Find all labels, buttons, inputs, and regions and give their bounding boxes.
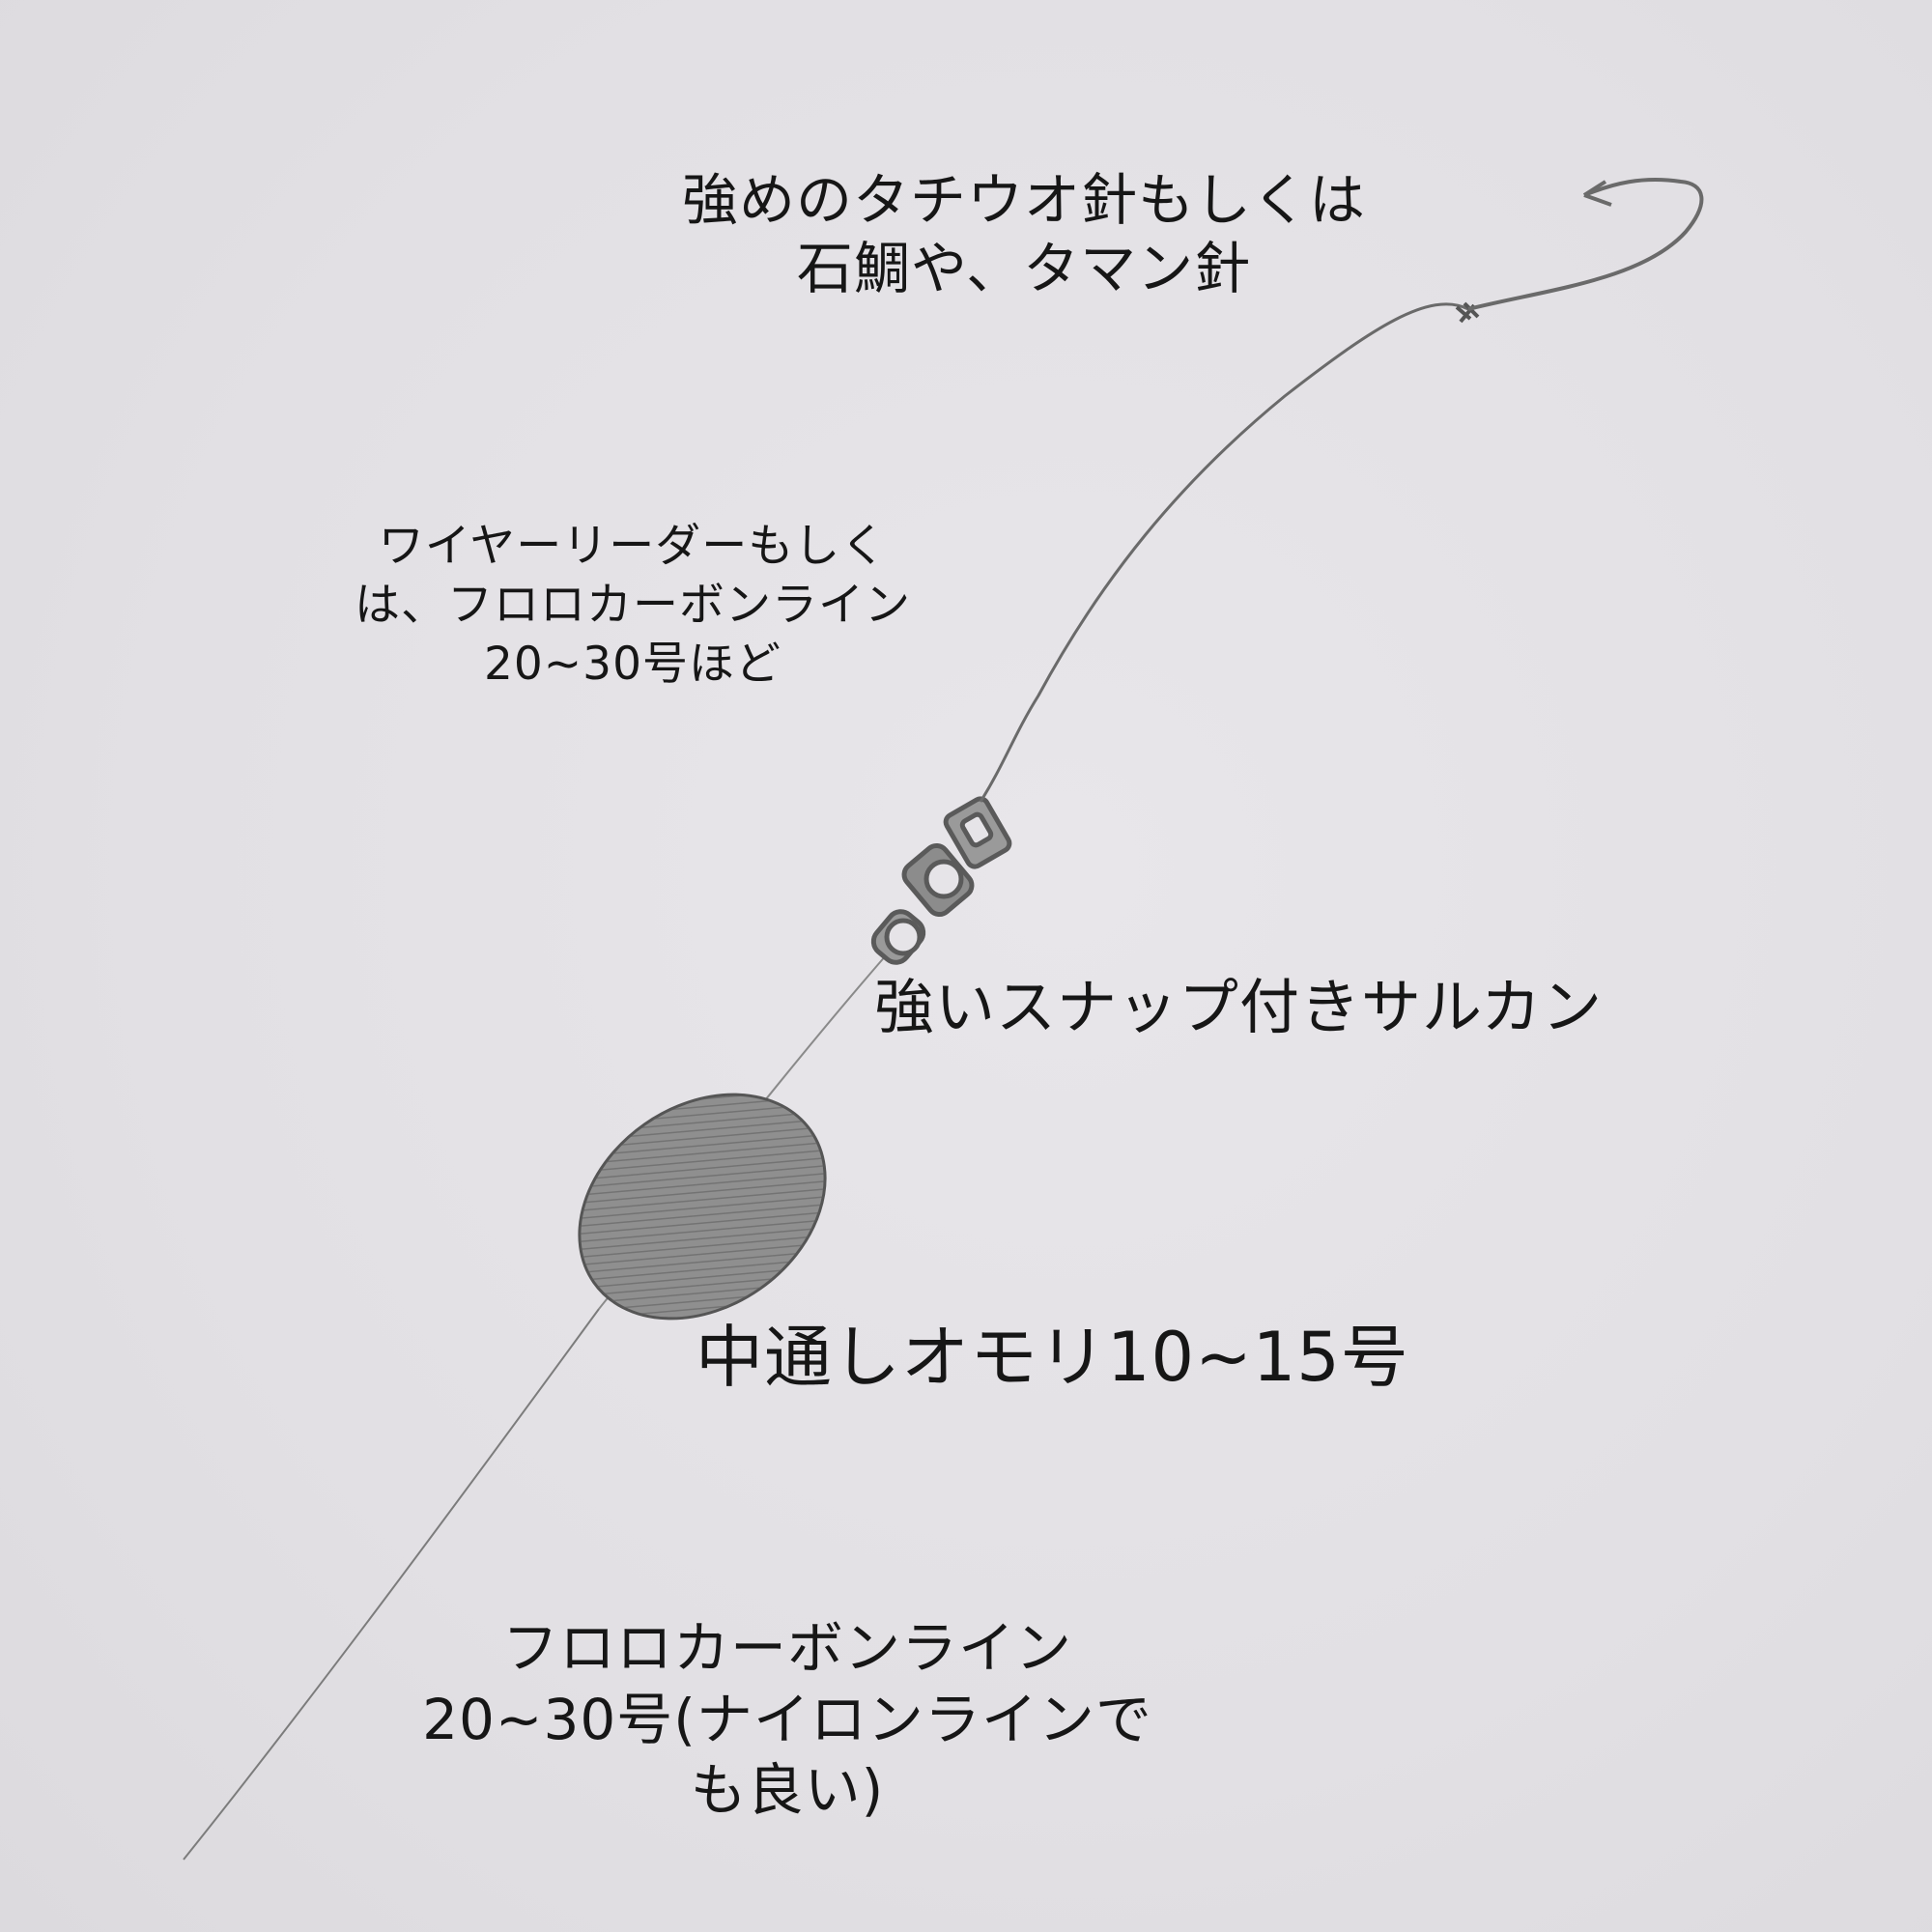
sinker-label-line-1: 中通しオモリ10~15号	[696, 1318, 1409, 1397]
main-line-label: フロロカーボンライン 20~30号(ナイロンラインで も良い)	[280, 1613, 1294, 1827]
leader-label-line-1: ワイヤーリーダーもしく	[378, 520, 888, 573]
swivel-label-line-1: 強いスナップ付きサルカン	[874, 972, 1604, 1042]
leader-line	[979, 302, 1469, 803]
swivel-label: 強いスナップ付きサルカン	[874, 971, 1898, 1044]
hook-barb	[1582, 180, 1612, 207]
main-line-label-line-3: も良い)	[690, 1757, 885, 1824]
leader-label: ワイヤーリーダーもしく は、フロロカーボンライン 20~30号ほど	[222, 517, 1043, 694]
leader-label-line-2: は、フロロカーボンライン	[355, 579, 911, 633]
sinker-shading	[579, 1094, 826, 1319]
sinker-label: 中通しオモリ10~15号	[696, 1317, 1613, 1399]
snap-swivel	[870, 796, 1012, 965]
hook-label-line-2: 石鯛や、タマン針	[796, 235, 1252, 301]
hook	[1467, 178, 1704, 311]
hook-label: 強めのタチウオ針もしくは 石鯛や、タマン針	[541, 166, 1507, 303]
leader-label-line-3: 20~30号ほど	[484, 638, 781, 692]
hook-label-line-1: 強めのタチウオ針もしくは	[681, 167, 1366, 233]
main-line-label-line-2: 20~30号(ナイロンラインで	[422, 1686, 1152, 1752]
main-line-label-line-1: フロロカーボンライン	[501, 1615, 1072, 1681]
main-line	[183, 1308, 600, 1861]
